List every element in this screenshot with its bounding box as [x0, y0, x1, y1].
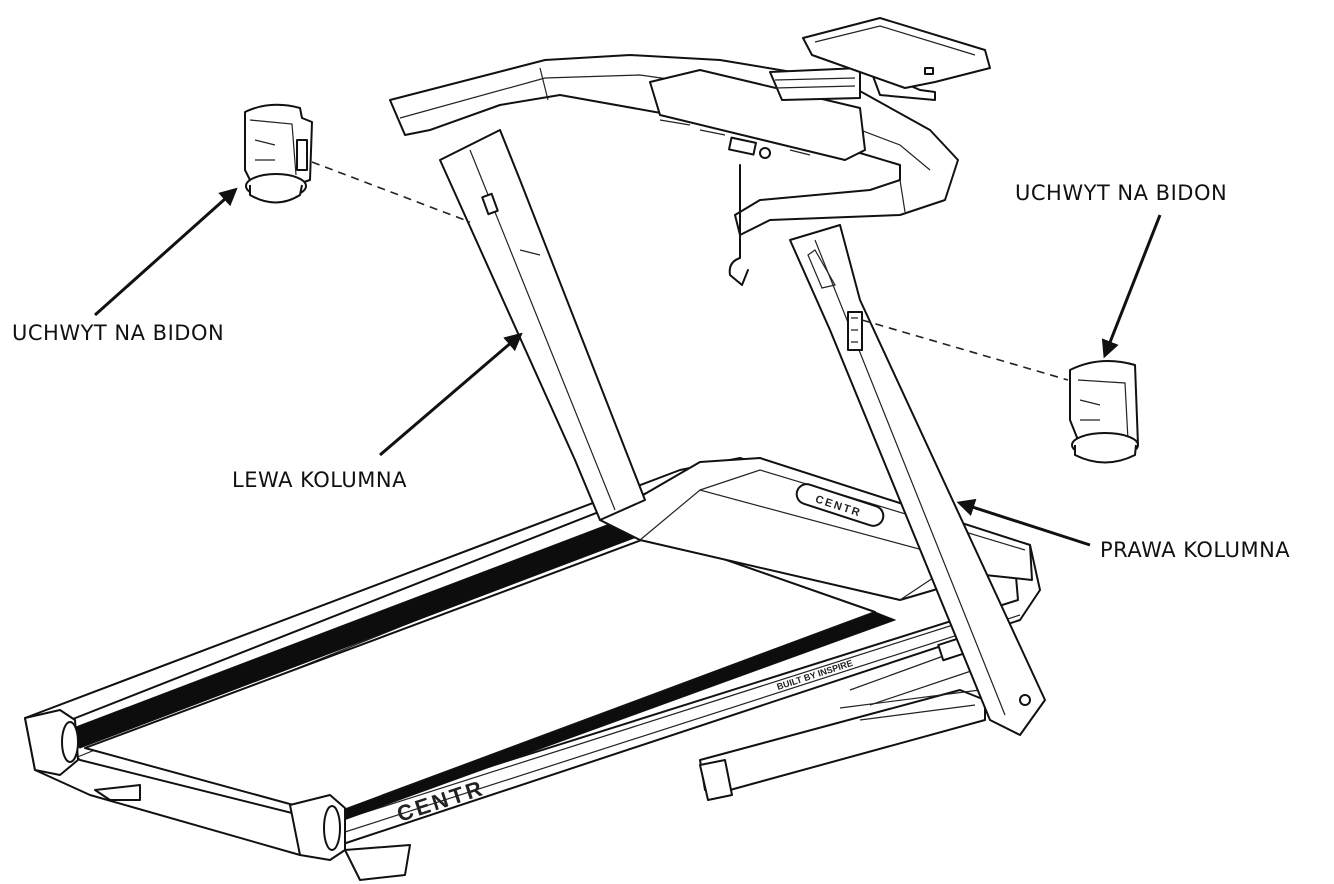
arrow-icon-left-column	[379, 332, 523, 457]
label-left-column: LEWA KOLUMNA	[232, 468, 407, 492]
cup-holder-right-icon	[1069, 360, 1139, 464]
console-frame	[389, 17, 991, 286]
arrow-icon-right-column	[956, 498, 1091, 547]
treadmill-base	[24, 457, 1041, 881]
cup-holder-left-icon	[244, 103, 313, 204]
arrow-icon-cup-right	[1101, 214, 1162, 359]
left-column	[439, 129, 646, 521]
right-column	[789, 224, 1046, 736]
dashed-guide-line-right	[861, 319, 1069, 381]
label-cup-holder-right: UCHWYT NA BIDON	[1015, 181, 1227, 205]
dashed-guide-line-left	[311, 161, 471, 223]
arrow-icon-cup-left	[94, 187, 238, 317]
label-cup-holder-left: UCHWYT NA BIDON	[12, 321, 224, 345]
label-right-column: PRAWA KOLUMNA	[1100, 538, 1290, 562]
